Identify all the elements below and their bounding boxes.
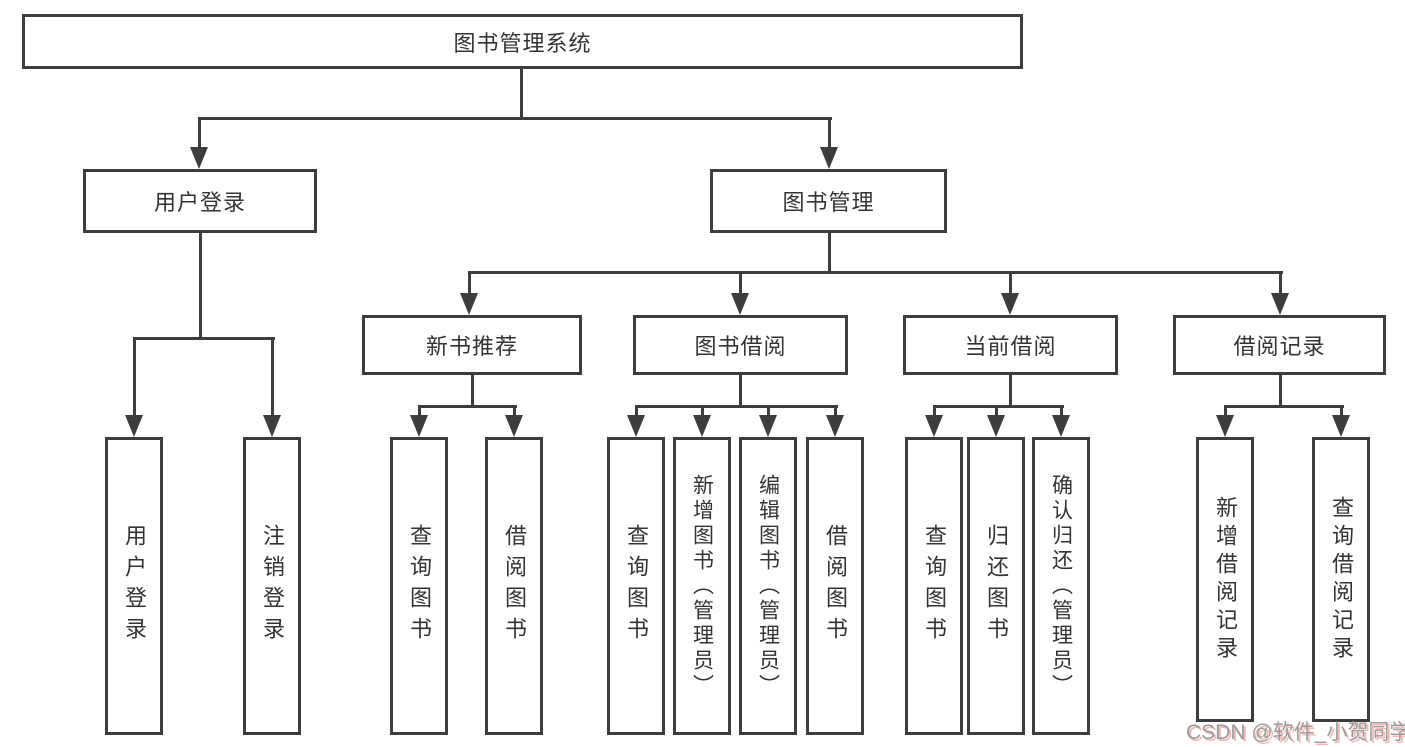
- connector-line: [1009, 375, 1012, 408]
- connector-line: [468, 271, 471, 297]
- connector-line: [520, 69, 523, 120]
- connector-line: [933, 405, 1064, 408]
- connector-line: [271, 337, 274, 419]
- arrowhead-down-icon: [1052, 415, 1070, 437]
- arrowhead-down-icon: [731, 293, 749, 315]
- arrowhead-down-icon: [820, 147, 838, 169]
- leaf-query-books-current: 查询图书: [905, 437, 963, 735]
- leaf-query-books-borrow: 查询图书: [607, 437, 665, 735]
- connector-line: [834, 405, 837, 419]
- arrowhead-down-icon: [125, 415, 143, 437]
- arrowhead-down-icon: [410, 415, 428, 437]
- connector-line: [1279, 271, 1282, 297]
- connector-line: [468, 271, 1283, 274]
- arrowhead-down-icon: [1216, 415, 1234, 437]
- csdn-watermark: CSDN @软件_小贺同学: [1186, 721, 1405, 744]
- connector-line: [1279, 375, 1282, 408]
- arrowhead-down-icon: [759, 415, 777, 437]
- arrowhead-down-icon: [693, 415, 711, 437]
- arrowhead-down-icon: [1001, 293, 1019, 315]
- connector-line: [767, 405, 770, 419]
- node-book-management: 图书管理: [710, 169, 947, 233]
- leaf-add-borrow-record: 新增借阅记录: [1196, 437, 1254, 722]
- connector-line: [635, 405, 838, 408]
- node-new-book-recommendation: 新书推荐: [362, 315, 582, 375]
- arrowhead-down-icon: [1332, 415, 1350, 437]
- arrowhead-down-icon: [925, 415, 943, 437]
- node-borrowing-records: 借阅记录: [1173, 315, 1386, 375]
- connector-line: [1060, 405, 1063, 419]
- connector-line: [1224, 405, 1344, 408]
- connector-line: [739, 271, 742, 297]
- arrowhead-down-icon: [263, 415, 281, 437]
- connector-line: [1009, 271, 1012, 297]
- connector-line: [199, 233, 202, 340]
- connector-line: [995, 405, 998, 419]
- connector-line: [513, 405, 516, 419]
- connector-line: [828, 233, 831, 274]
- connector-line: [933, 405, 936, 419]
- connector-line: [635, 405, 638, 419]
- node-book-borrowing: 图书借阅: [633, 315, 848, 375]
- connector-line: [1224, 405, 1227, 419]
- leaf-borrow-books-2: 借阅图书: [806, 437, 864, 735]
- node-user-login: 用户登录: [83, 169, 317, 233]
- arrowhead-down-icon: [826, 415, 844, 437]
- connector-line: [418, 405, 421, 419]
- connector-line: [198, 117, 832, 120]
- leaf-return-books: 归还图书: [967, 437, 1025, 735]
- leaf-add-book-admin: 新增图书（管理员）: [673, 437, 731, 735]
- connector-line: [198, 117, 201, 151]
- connector-line: [418, 405, 517, 408]
- leaf-query-books-recommend: 查询图书: [390, 437, 448, 735]
- node-root: 图书管理系统: [22, 14, 1023, 69]
- leaf-user-login: 用户登录: [105, 437, 163, 735]
- leaf-borrow-books-recommend: 借阅图书: [485, 437, 543, 735]
- connector-line: [471, 375, 474, 408]
- arrowhead-down-icon: [505, 415, 523, 437]
- connector-line: [133, 337, 275, 340]
- connector-line: [828, 117, 831, 151]
- leaf-logout-login: 注销登录: [243, 437, 301, 735]
- leaf-edit-book-admin: 编辑图书（管理员）: [739, 437, 797, 735]
- leaf-query-borrow-record: 查询借阅记录: [1312, 437, 1370, 722]
- leaf-confirm-return-admin: 确认归还（管理员）: [1032, 437, 1090, 735]
- arrowhead-down-icon: [1271, 293, 1289, 315]
- arrowhead-down-icon: [987, 415, 1005, 437]
- connector-line: [133, 337, 136, 419]
- connector-line: [1340, 405, 1343, 419]
- arrowhead-down-icon: [190, 147, 208, 169]
- node-current-borrowing: 当前借阅: [903, 315, 1118, 375]
- connector-line: [701, 405, 704, 419]
- arrowhead-down-icon: [460, 293, 478, 315]
- arrowhead-down-icon: [627, 415, 645, 437]
- connector-line: [739, 375, 742, 408]
